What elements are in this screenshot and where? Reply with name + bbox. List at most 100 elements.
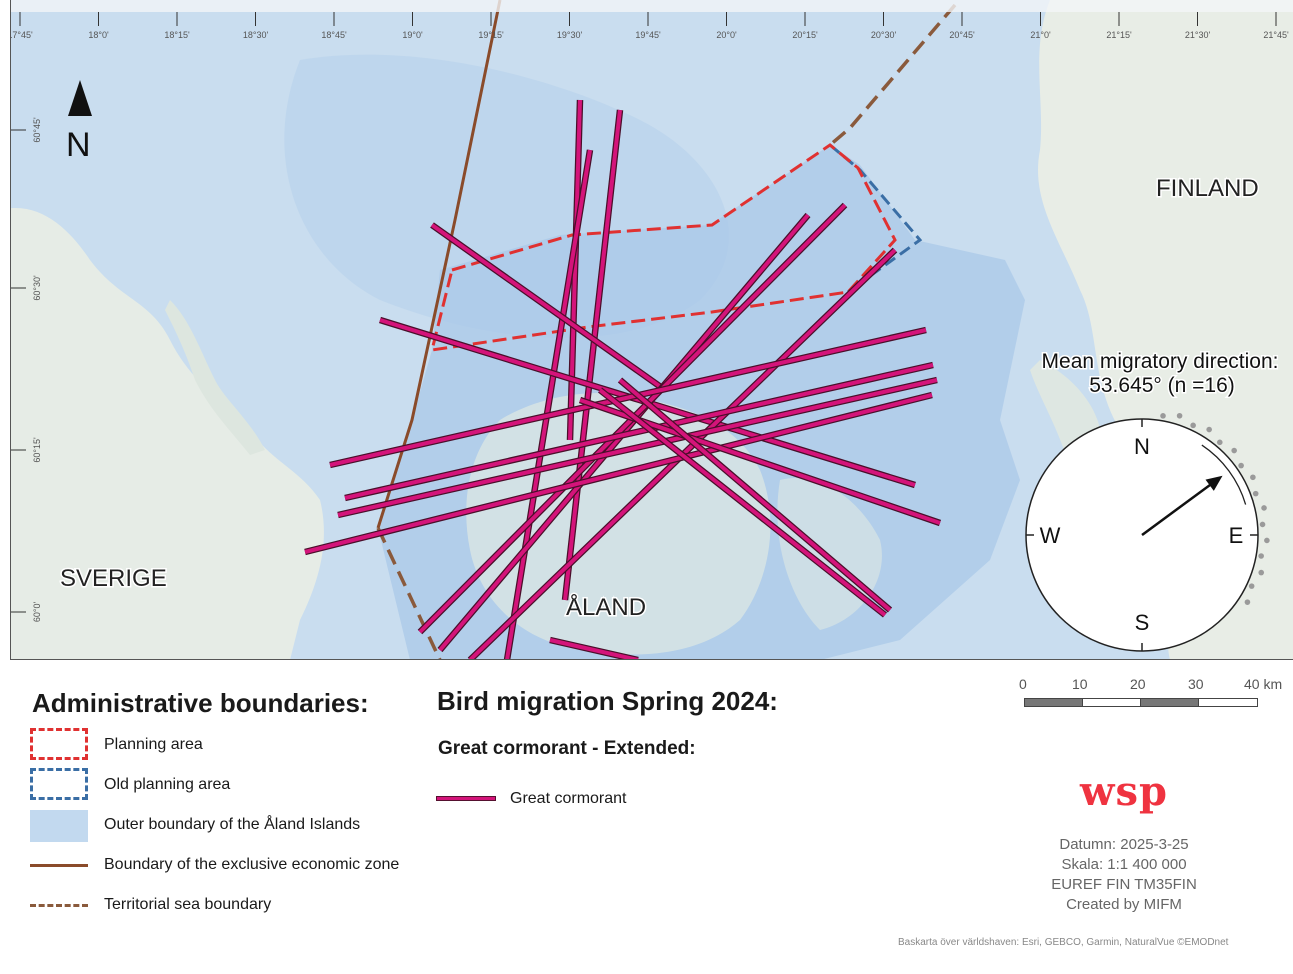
track-9 [329, 328, 927, 467]
old-planning-area-symbol [30, 768, 88, 800]
scale-label-10: 10 [1072, 676, 1088, 692]
territorial-symbol [30, 904, 88, 907]
label-aland: ÅLAND [566, 593, 646, 621]
rose-arrow-head-icon [1205, 475, 1223, 491]
rose-observation-dot [1258, 553, 1264, 559]
rose-observation-dots [1160, 412, 1270, 605]
lat-tick-label: 60°0' [32, 602, 42, 623]
scale-label-30: 30 [1188, 676, 1204, 692]
map-canvas: 17°45' 18°0' 18°15' 18°30' 18°45' 19°0' 19°15'… [7, 0, 1293, 660]
rose-observation-dot [1250, 474, 1256, 481]
rose-observation-dot [1216, 439, 1223, 446]
lon-tick-label: 18°0' [88, 30, 109, 40]
rose-observation-dot [1238, 462, 1244, 469]
sweden-coast-islands [165, 300, 265, 455]
scale-seg-2 [1082, 698, 1142, 707]
track-11 [337, 378, 938, 517]
cormorant-track-symbol [436, 796, 496, 801]
track-12 [304, 393, 933, 554]
basemap-credit: Baskarta över världshaven: Esri, GEBCO, … [898, 937, 1229, 948]
rose-confidence-arc [1201, 444, 1247, 505]
info-date: Datumn: 2025-3-25 [1059, 836, 1189, 853]
lon-tick-label: 17°45' [7, 30, 33, 40]
rose-label-s: S [1135, 610, 1150, 635]
eez-boundary [376, 0, 502, 529]
planning-area [430, 143, 897, 352]
legend-eez: Boundary of the exclusive economic zone [104, 856, 400, 873]
lon-tick-label: 21°30' [1185, 30, 1211, 40]
territorial-sea-boundary-south [376, 527, 442, 660]
legend-outer-boundary: Outer boundary of the Åland Islands [104, 816, 361, 833]
rose-observation-dot [1252, 490, 1259, 497]
north-arrow-label: N [66, 126, 91, 164]
lon-tick-label: 19°30' [557, 30, 583, 40]
track-10 [344, 363, 934, 500]
lat-tick-label: 60°45' [32, 117, 42, 143]
lon-tick-label: 18°15' [164, 30, 190, 40]
rose-observation-dot [1258, 569, 1265, 576]
track-4 [430, 223, 667, 392]
lon-tick-label: 18°30' [243, 30, 269, 40]
territorial-sea-boundary [828, 3, 957, 147]
lon-tick-label: 21°15' [1106, 30, 1132, 40]
scale-label-0: 0 [1019, 676, 1027, 692]
legend-planning-area: Planning area [104, 736, 203, 753]
migration-legend-title: Bird migration Spring 2024: [437, 686, 778, 716]
rose-observation-dot [1231, 447, 1237, 454]
track-14 [598, 388, 887, 617]
scale-seg-3 [1140, 698, 1200, 707]
sweden-land [10, 208, 324, 660]
lon-tick-label: 18°45' [321, 30, 347, 40]
latitude-ticks: 60°45' 60°30' 60°15' 60°0' [10, 117, 42, 622]
track-1 [568, 99, 582, 441]
rose-label-w: W [1040, 523, 1061, 548]
rose-value: 53.645° (n =16) [1089, 374, 1235, 397]
rose-mean-arrow [1141, 481, 1214, 537]
cormorant-tracks [304, 99, 942, 660]
lon-tick-label: 19°15' [478, 30, 504, 40]
scale-label-20: 20 [1130, 676, 1146, 692]
lon-tick-label: 20°0' [716, 30, 737, 40]
rose-observation-dot [1160, 413, 1166, 419]
lat-tick-label: 60°30' [32, 275, 42, 301]
lat-tick-label: 60°15' [32, 437, 42, 463]
outer-boundary-symbol [30, 810, 88, 842]
rose-observation-dot [1244, 599, 1251, 605]
label-sverige: SVERIGE [60, 565, 167, 592]
info-created: Created by MIFM [1066, 896, 1182, 913]
rose-observation-dot [1264, 537, 1270, 544]
legend-great-cormorant: Great cormorant [510, 790, 627, 807]
rose-observation-dot [1190, 422, 1196, 429]
planning-area-symbol [30, 728, 88, 760]
legend-panel: Administrative boundaries: Planning area… [0, 660, 1293, 974]
info-scale: Skala: 1:1 400 000 [1061, 856, 1187, 873]
rose-diagram: N S E W [1025, 412, 1270, 652]
rose-title: Mean migratory direction: [1042, 350, 1279, 373]
track-16 [549, 638, 639, 660]
info-crs: EUREF FIN TM35FIN [1051, 876, 1197, 893]
rose-observation-dot [1176, 412, 1183, 419]
scale-bar [1024, 698, 1258, 707]
lon-tick-label: 20°15' [792, 30, 818, 40]
scale-seg-4 [1198, 698, 1258, 707]
track-3 [505, 149, 592, 660]
lon-tick-label: 19°0' [402, 30, 423, 40]
lon-tick-label: 20°45' [949, 30, 975, 40]
legend-territorial: Territorial sea boundary [104, 896, 272, 913]
lon-tick-label: 20°30' [871, 30, 897, 40]
rose-observation-dot [1261, 505, 1267, 511]
longitude-ticks: 17°45' 18°0' 18°15' 18°30' 18°45' 19°0' 19°15'… [7, 0, 1293, 40]
lon-tick-label: 21°0' [1030, 30, 1051, 40]
label-finland: FINLAND [1156, 175, 1259, 202]
track-2 [563, 109, 622, 601]
track-15 [618, 378, 892, 612]
rose-observation-dot [1206, 426, 1212, 433]
migration-legend-subtitle: Great cormorant - Extended: [438, 738, 696, 759]
rose-observation-dot [1248, 583, 1255, 589]
admin-legend-title: Administrative boundaries: [32, 688, 369, 718]
north-arrow: N [66, 80, 92, 164]
wsp-logo: wsp [1080, 768, 1168, 815]
rose-label-e: E [1229, 523, 1244, 548]
legend-old-planning-area: Old planning area [104, 776, 231, 793]
north-arrow-icon [68, 80, 92, 116]
